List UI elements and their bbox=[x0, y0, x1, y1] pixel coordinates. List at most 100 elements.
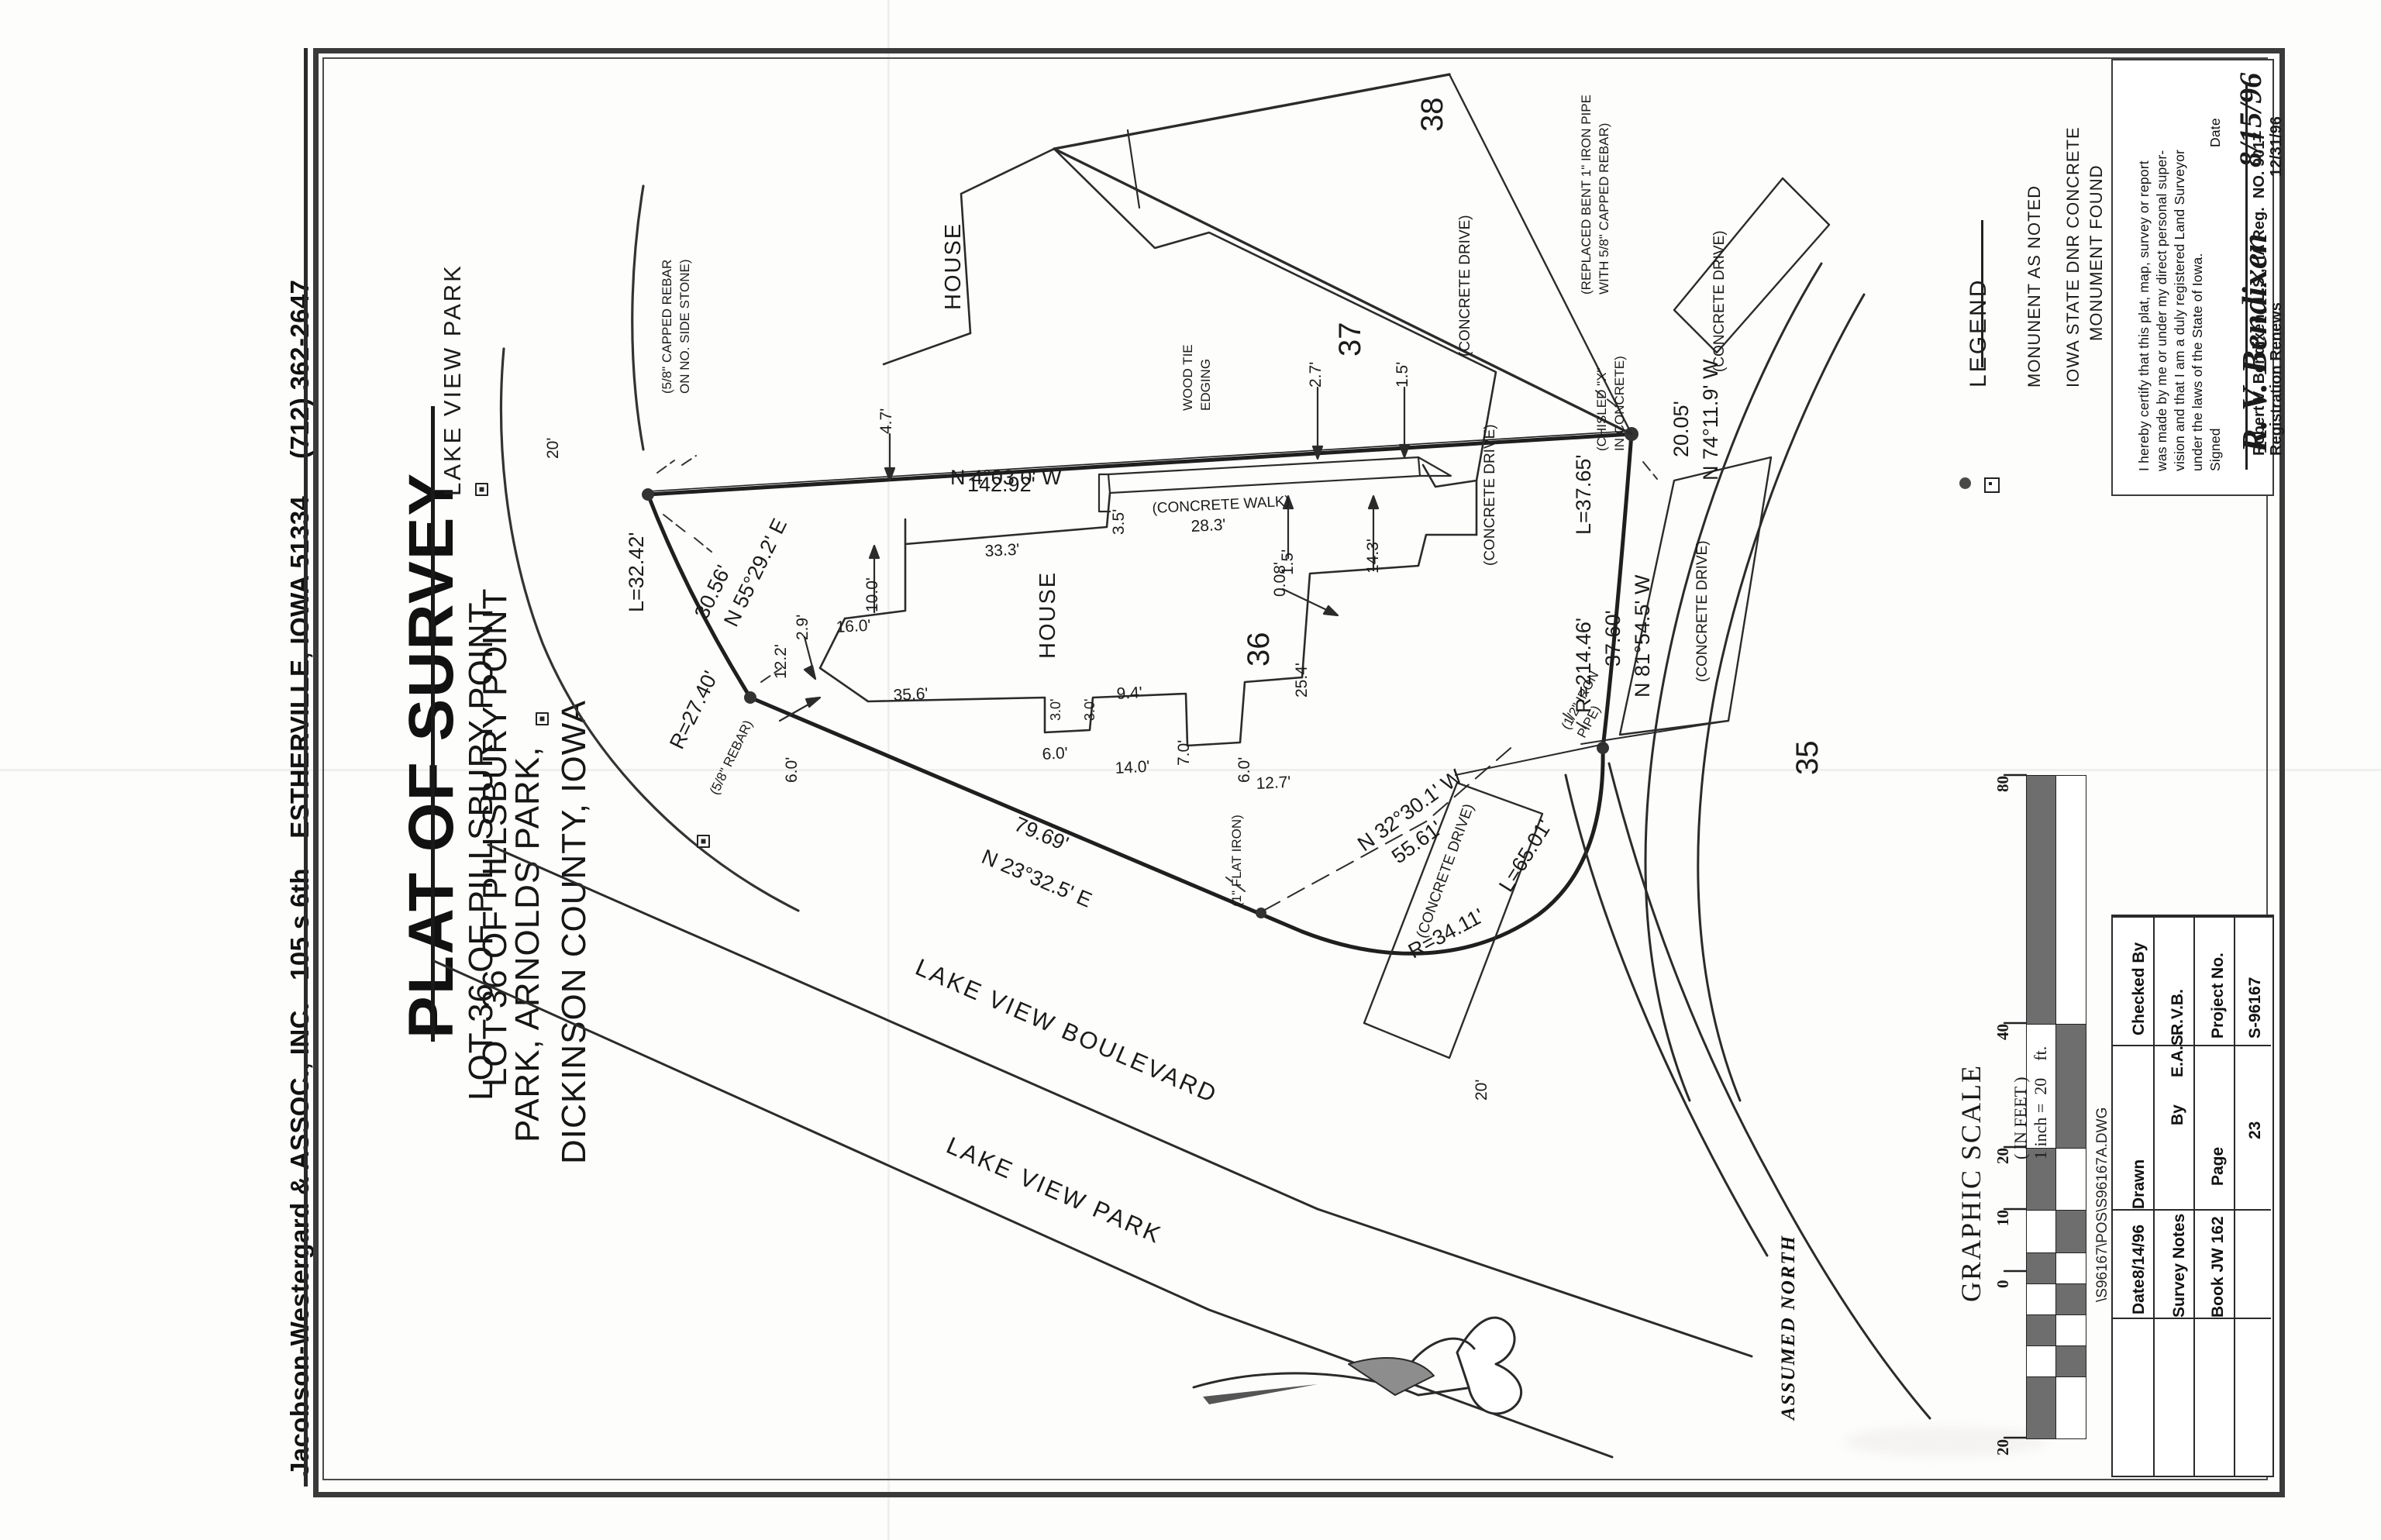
row-curve-se-2 bbox=[1564, 773, 1769, 1257]
scale-bar-segment bbox=[2055, 1252, 2086, 1284]
scale-bar-segment bbox=[2026, 1345, 2057, 1377]
title-underline bbox=[431, 406, 435, 1042]
drawing-border-outer bbox=[313, 48, 2285, 1497]
feature-note-concrete-drive-3: (CONCRETE DRIVE) bbox=[1711, 230, 1728, 372]
dim-20-south: 20' bbox=[1473, 1079, 1490, 1101]
lot-number-35: 35 bbox=[1790, 740, 1825, 776]
north-arrow-ornament bbox=[1192, 1316, 1522, 1415]
row-curve-se-1 bbox=[1607, 762, 1931, 1420]
tie-line-dashed bbox=[1263, 743, 1516, 911]
legend-item-dnr-line-2: MONUMENT FOUND bbox=[2086, 164, 2106, 341]
scale-ratio-label: 1 inch = 20 ft. bbox=[2031, 1046, 2050, 1159]
title-block-checked-by-label: Checked By bbox=[2130, 942, 2148, 1035]
feature-note-concrete-drive-4: (CONCRETE DRIVE) bbox=[1694, 540, 1711, 682]
scale-bar-segment bbox=[2055, 1314, 2086, 1346]
row-arc-west-outer bbox=[499, 347, 800, 912]
feature-note-wood-tie-edging: WOOD TIE EDGING bbox=[1180, 344, 1213, 411]
scale-tick-40: 40 bbox=[1993, 1024, 2012, 1040]
monument-note-flat-iron: (1" FLAT IRON) bbox=[1229, 815, 1244, 907]
dim-3-0-b: 3.0' bbox=[1082, 698, 1097, 721]
title-block-project-no-value: S-96167 bbox=[2246, 977, 2264, 1039]
scale-bar-segment bbox=[2026, 1209, 2057, 1253]
lot-number-36: 36 bbox=[1242, 632, 1276, 667]
feature-note-concrete-drive-2: (CONCRETE DRIVE) bbox=[1482, 424, 1498, 566]
scale-tick-10: 10 bbox=[1993, 1210, 2012, 1226]
main-house-north-wall bbox=[843, 491, 1111, 620]
street-label-lake-view-park-north: LAKE VIEW PARK bbox=[439, 264, 466, 496]
lot-number-38: 38 bbox=[1415, 97, 1449, 133]
scale-bar-segment bbox=[2026, 1376, 2057, 1439]
monument-note-chisled-x: (CHISLED "X" IN CONCRETE) bbox=[1594, 356, 1627, 451]
bearing-east-chord: N 81°54.5' W bbox=[1631, 574, 1654, 698]
monument-point bbox=[642, 488, 654, 501]
dim-12-2: 12.2' bbox=[772, 644, 790, 679]
legend-title: LEGEND bbox=[1966, 277, 1991, 388]
monument-point bbox=[744, 691, 756, 704]
dnr-monument-found-icon bbox=[1984, 477, 2000, 493]
graphic-scale-title: GRAPHIC SCALE bbox=[1955, 1063, 1986, 1302]
dim-16-0: 16.0' bbox=[836, 616, 872, 636]
dim-33-3: 33.3' bbox=[984, 540, 1021, 560]
main-house-south-wall bbox=[818, 617, 1304, 747]
dim-3-0-a: 3.0' bbox=[1048, 698, 1063, 721]
cert-date-label: Date bbox=[2207, 118, 2223, 147]
monument-as-noted-icon bbox=[1959, 477, 1971, 489]
structure-label-house-north: HOUSE bbox=[941, 222, 966, 310]
dim-1-5-top: 1.5' bbox=[1394, 361, 1411, 388]
dim-25-4: 25.4' bbox=[1293, 663, 1311, 698]
dim-14-0: 14.0' bbox=[1115, 757, 1151, 777]
scale-units-label: ( IN FEET ) bbox=[2011, 1077, 2030, 1159]
title-block-checked-by-value: R.V.B. bbox=[2169, 989, 2186, 1035]
distance-east-chord: 37.60' bbox=[1601, 610, 1625, 667]
row-arc-west-inner bbox=[631, 184, 645, 451]
monument-note-capped-rebar-stone: (5/8" CAPPED REBAR ON NO. SIDE STONE) bbox=[660, 259, 692, 394]
scale-bar-segment bbox=[2055, 1147, 2086, 1211]
signature-rule bbox=[2245, 82, 2248, 470]
north-house-outline bbox=[960, 147, 1497, 488]
lake-view-blvd-edge-south bbox=[432, 959, 1614, 1459]
curve-west-length: L=32.42' bbox=[625, 532, 648, 612]
monument-note-replaced-pipe: (REPLACED BENT 1" IRON PIPE WITH 5/8" CA… bbox=[1579, 95, 1611, 295]
main-house-east-wall bbox=[1301, 533, 1478, 679]
concrete-drive-curve-inner bbox=[1644, 262, 1823, 1102]
cert-line-3: vision and that I am a duly registered L… bbox=[2172, 149, 2187, 471]
bearing-ne-line: N 74°11.9' W bbox=[1699, 359, 1722, 481]
dim-6-0-a: 6.0' bbox=[1042, 744, 1069, 763]
scale-bar-segment bbox=[2055, 1209, 2086, 1253]
dim-20-north: 20' bbox=[544, 437, 562, 459]
lot-37-line-west bbox=[1053, 147, 1633, 436]
bearing-north-line: N 4°03.0' W bbox=[950, 466, 1062, 489]
scale-tick-minus20: 20 bbox=[1993, 1439, 2012, 1456]
title-block-project-no-label: Project No. bbox=[2209, 953, 2227, 1039]
legend-underline bbox=[1981, 220, 1983, 367]
cert-signed-label: Signed bbox=[2207, 428, 2223, 471]
scale-bar-segment bbox=[2026, 1252, 2057, 1284]
title-block-divider bbox=[2111, 1045, 2271, 1046]
west-boundary-curve bbox=[646, 492, 753, 700]
south-boundary-curve bbox=[1300, 746, 1605, 956]
structure-label-house-main: HOUSE bbox=[1035, 570, 1060, 659]
title-block-date-label: Date bbox=[2130, 1279, 2148, 1314]
scale-bar-segment bbox=[2055, 775, 2086, 1025]
scale-tick-80: 80 bbox=[1993, 776, 2012, 792]
title-block-by-label: By bbox=[2169, 1104, 2186, 1125]
legend-item-dnr-line-1: IOWA STATE DNR CONCRETE bbox=[2063, 126, 2083, 388]
scale-bar-segment bbox=[2055, 1023, 2086, 1149]
lot-38-line bbox=[1053, 73, 1451, 150]
north-arrow-label: ASSUMED NORTH bbox=[1778, 1234, 1799, 1420]
title-block-survey-notes-label: Survey Notes bbox=[2170, 1213, 2188, 1318]
dim-12-7: 12.7' bbox=[1256, 773, 1292, 793]
title-block-page-label: Page bbox=[2209, 1146, 2227, 1186]
curve-east-length: L=37.65' bbox=[1572, 454, 1595, 535]
registration-renews-label: Registration Renews bbox=[2268, 302, 2285, 456]
east-boundary-curve bbox=[1601, 432, 1634, 750]
lake-view-blvd-edge-north bbox=[487, 843, 1753, 1358]
title-block-table bbox=[2111, 915, 2274, 1477]
dim-14-3: 14.3' bbox=[1364, 539, 1382, 574]
cert-line-4: under the laws of the State of Iowa. bbox=[2190, 253, 2205, 471]
distance-ne-line: 20.05' bbox=[1669, 401, 1693, 457]
scale-bar-segment bbox=[2055, 1376, 2086, 1439]
dim-6-0-b: 6.0' bbox=[1235, 756, 1253, 783]
title-block-divider bbox=[2111, 1318, 2271, 1319]
